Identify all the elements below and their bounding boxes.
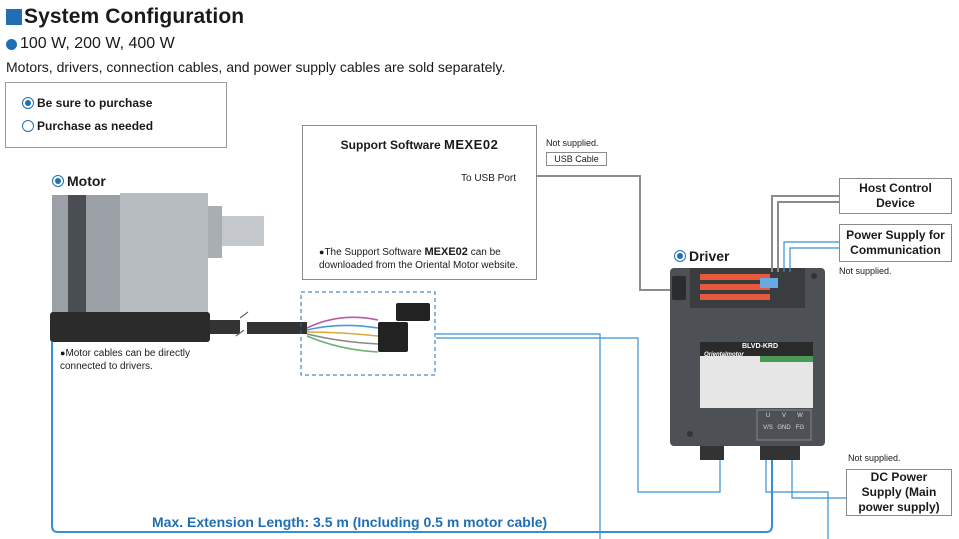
filled-circle-icon	[52, 175, 64, 187]
driver-brand: Orientalmotor	[704, 352, 744, 358]
usb-port-label: To USB Port	[461, 173, 517, 184]
dc-power-box: DC Power Supply (Main power supply)	[846, 469, 952, 516]
dc-power-label: DC Power Supply (Main power supply)	[858, 470, 940, 514]
terminal-vs: V/S	[763, 425, 773, 431]
intro-text: Motors, drivers, connection cables, and …	[6, 59, 506, 75]
usb-cable-tag: USB Cable	[546, 152, 607, 166]
subtitle-text: 100 W, 200 W, 400 W	[20, 35, 175, 52]
motor-cable-wires	[306, 303, 430, 353]
connection-cable-box	[300, 291, 436, 376]
comm-power-label: Power Supply for Communication	[846, 228, 945, 257]
page-title: System Configuration	[6, 4, 244, 30]
empty-circle-icon	[22, 120, 34, 132]
host-control-label: Host Control Device	[859, 181, 932, 210]
subtitle: 100 W, 200 W, 400 W	[6, 35, 175, 53]
terminal-gnd: GND	[777, 425, 791, 431]
driver-terminals: U V W V/S GND FG	[760, 413, 810, 431]
legend-required: Be sure to purchase	[22, 96, 152, 110]
terminal-u: U	[765, 413, 771, 419]
bullet-icon	[6, 38, 17, 50]
filled-circle-icon	[22, 97, 34, 109]
software-note-suffix: can be downloaded from the Oriental Moto…	[319, 247, 518, 271]
extension-bracket	[51, 342, 773, 533]
software-title-name: MEXE02	[444, 137, 499, 152]
legend-box: Be sure to purchase Purchase as needed	[5, 82, 227, 148]
comm-power-not-supplied: Not supplied.	[839, 266, 892, 276]
driver-label-text: Driver	[689, 248, 730, 264]
motor-label: Motor	[52, 173, 106, 189]
software-note-prefix: The Support Software	[324, 247, 425, 258]
legend-required-label: Be sure to purchase	[37, 96, 153, 110]
support-software-title: Support Software MEXE02	[303, 137, 536, 153]
title-text: System Configuration	[24, 5, 245, 28]
motor-note-text: Motor cables can be directly connected t…	[60, 348, 190, 372]
support-software-box: Support Software MEXE02 To USB Port ●The…	[302, 125, 537, 280]
comm-power-box: Power Supply for Communication	[839, 224, 952, 262]
terminal-v: V	[781, 413, 786, 419]
driver-model: BLVD-KRD	[742, 343, 779, 350]
legend-optional-label: Purchase as needed	[37, 119, 154, 133]
motor-label-text: Motor	[67, 173, 106, 189]
extension-length-label: Max. Extension Length: 3.5 m (Including …	[152, 514, 548, 530]
motor-illustration	[50, 193, 307, 342]
usb-not-supplied: Not supplied.	[546, 138, 599, 148]
dc-power-not-supplied: Not supplied.	[848, 453, 901, 463]
software-note-name: MEXE02	[424, 246, 468, 258]
software-title-prefix: Support Software	[340, 138, 445, 152]
driver-illustration	[670, 268, 825, 460]
motor-note: ●Motor cables can be directly connected …	[60, 348, 190, 372]
driver-label: Driver	[674, 248, 729, 264]
title-square-icon	[6, 9, 22, 25]
software-note: ●The Support Software MEXE02 can be down…	[319, 246, 518, 271]
terminal-fg: FG	[795, 425, 805, 431]
legend-optional: Purchase as needed	[22, 119, 153, 133]
terminal-w: W	[797, 413, 803, 419]
filled-circle-icon	[674, 250, 686, 262]
host-control-box: Host Control Device	[839, 178, 952, 214]
